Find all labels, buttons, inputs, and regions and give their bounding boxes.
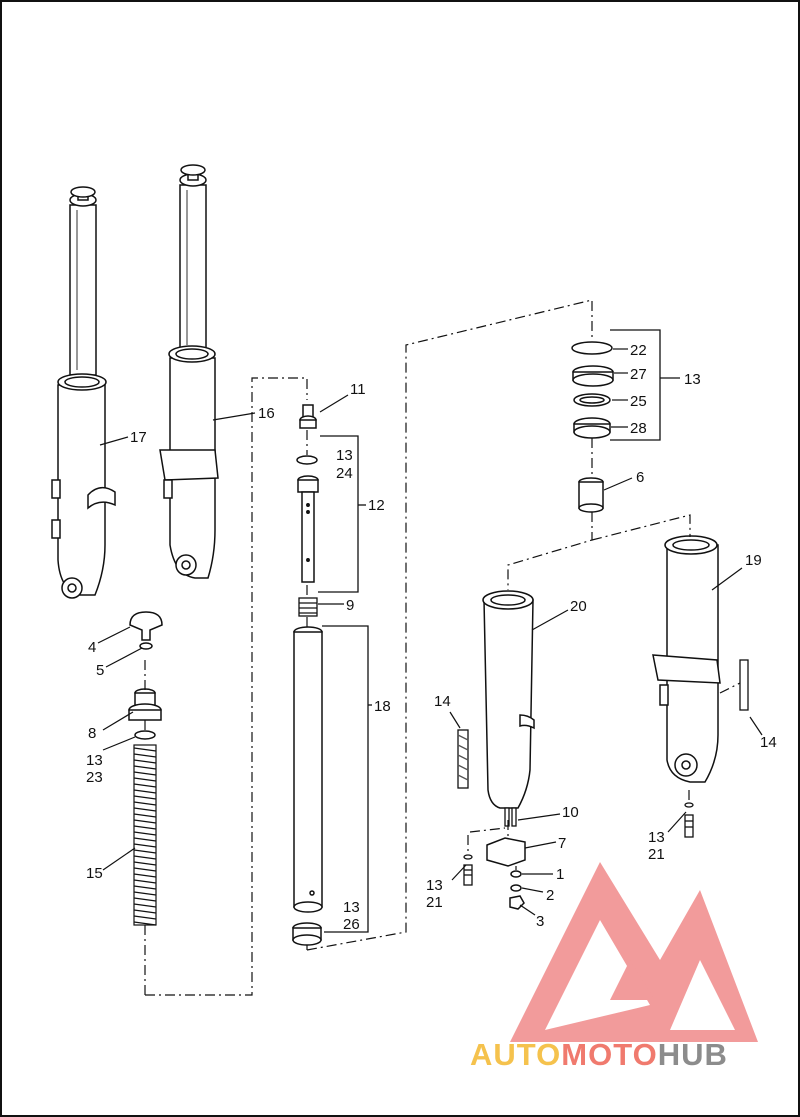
callout-12: 12 — [368, 497, 385, 514]
part-11-valve — [299, 404, 317, 429]
callout-16: 16 — [258, 405, 275, 422]
assembly-lines — [144, 299, 691, 996]
callout-4: 4 — [88, 639, 96, 656]
part-7-clamp — [486, 837, 526, 867]
callout-7: 7 — [558, 835, 566, 852]
callout-27: 27 — [630, 366, 647, 383]
callout-28: 28 — [630, 420, 647, 437]
callout-13-center-top: 13 — [336, 447, 353, 464]
assembly-line-14-right — [719, 682, 741, 694]
callout-13-right-top: 13 — [684, 371, 701, 388]
callout-10: 10 — [562, 804, 579, 821]
part-22-clip — [571, 341, 613, 355]
part-2-washer — [510, 884, 522, 892]
callout-6: 6 — [636, 469, 644, 486]
part-10-pin — [504, 807, 517, 827]
callout-22: 22 — [630, 342, 647, 359]
callout-13-lower-right: 13 — [648, 829, 665, 846]
callout-17: 17 — [130, 429, 147, 446]
part-23-washer — [134, 730, 156, 740]
callout-24: 24 — [336, 465, 353, 482]
callout-8: 8 — [88, 725, 96, 742]
part-4-cap — [129, 611, 163, 641]
fork-assembly-16 — [159, 164, 219, 579]
callout-25: 25 — [630, 393, 647, 410]
callout-brackets — [318, 329, 680, 933]
part-27-seal — [572, 365, 614, 387]
callout-23: 23 — [86, 769, 103, 786]
part-5-oring — [139, 642, 153, 650]
callout-26: 26 — [343, 916, 360, 933]
part-12-damper-rod — [297, 475, 319, 583]
callout-20: 20 — [570, 598, 587, 615]
callout-labels: 17 16 4 5 8 13 23 15 11 13 24 12 9 18 13… — [86, 342, 777, 933]
callout-1: 1 — [556, 866, 564, 883]
watermark-logo — [510, 862, 758, 1042]
watermark-text: AUTOMOTOHUB — [470, 1037, 728, 1072]
part-18-tube — [293, 626, 323, 913]
part-19-slider — [652, 535, 721, 783]
callout-13-center-bottom: 13 — [343, 899, 360, 916]
part-26-bushing — [292, 922, 322, 946]
part-24-ring — [296, 455, 318, 465]
part-6-bushing — [578, 477, 604, 513]
callout-13-lower-left: 13 — [426, 877, 443, 894]
callout-9: 9 — [346, 597, 354, 614]
callout-21-lower-left: 21 — [426, 894, 443, 911]
fork-assembly-17 — [51, 186, 116, 599]
part-28-bushing — [573, 417, 611, 439]
callout-3: 3 — [536, 913, 544, 930]
part-15-spring — [133, 744, 157, 926]
part-9-spring — [298, 597, 318, 617]
part-8-spacer — [128, 688, 162, 721]
leader-lines — [97, 348, 763, 916]
part-14-strip-right — [739, 659, 749, 711]
callout-5: 5 — [96, 662, 104, 679]
callout-19: 19 — [745, 552, 762, 569]
part-25-washer — [573, 393, 611, 407]
part-20-slider — [482, 590, 535, 809]
callout-14-right: 14 — [760, 734, 777, 751]
callout-11: 11 — [350, 381, 366, 398]
callout-14-left: 14 — [434, 693, 451, 710]
callout-21-lower-right: 21 — [648, 846, 665, 863]
callout-2: 2 — [546, 887, 554, 904]
part-21-bolt-right — [684, 802, 694, 838]
callout-18: 18 — [374, 698, 391, 715]
callout-15: 15 — [86, 865, 103, 882]
part-14-strip-left — [457, 729, 469, 789]
callout-13-left: 13 — [86, 752, 103, 769]
part-21-bolt-left — [463, 854, 473, 886]
part-1-washer — [510, 870, 522, 878]
